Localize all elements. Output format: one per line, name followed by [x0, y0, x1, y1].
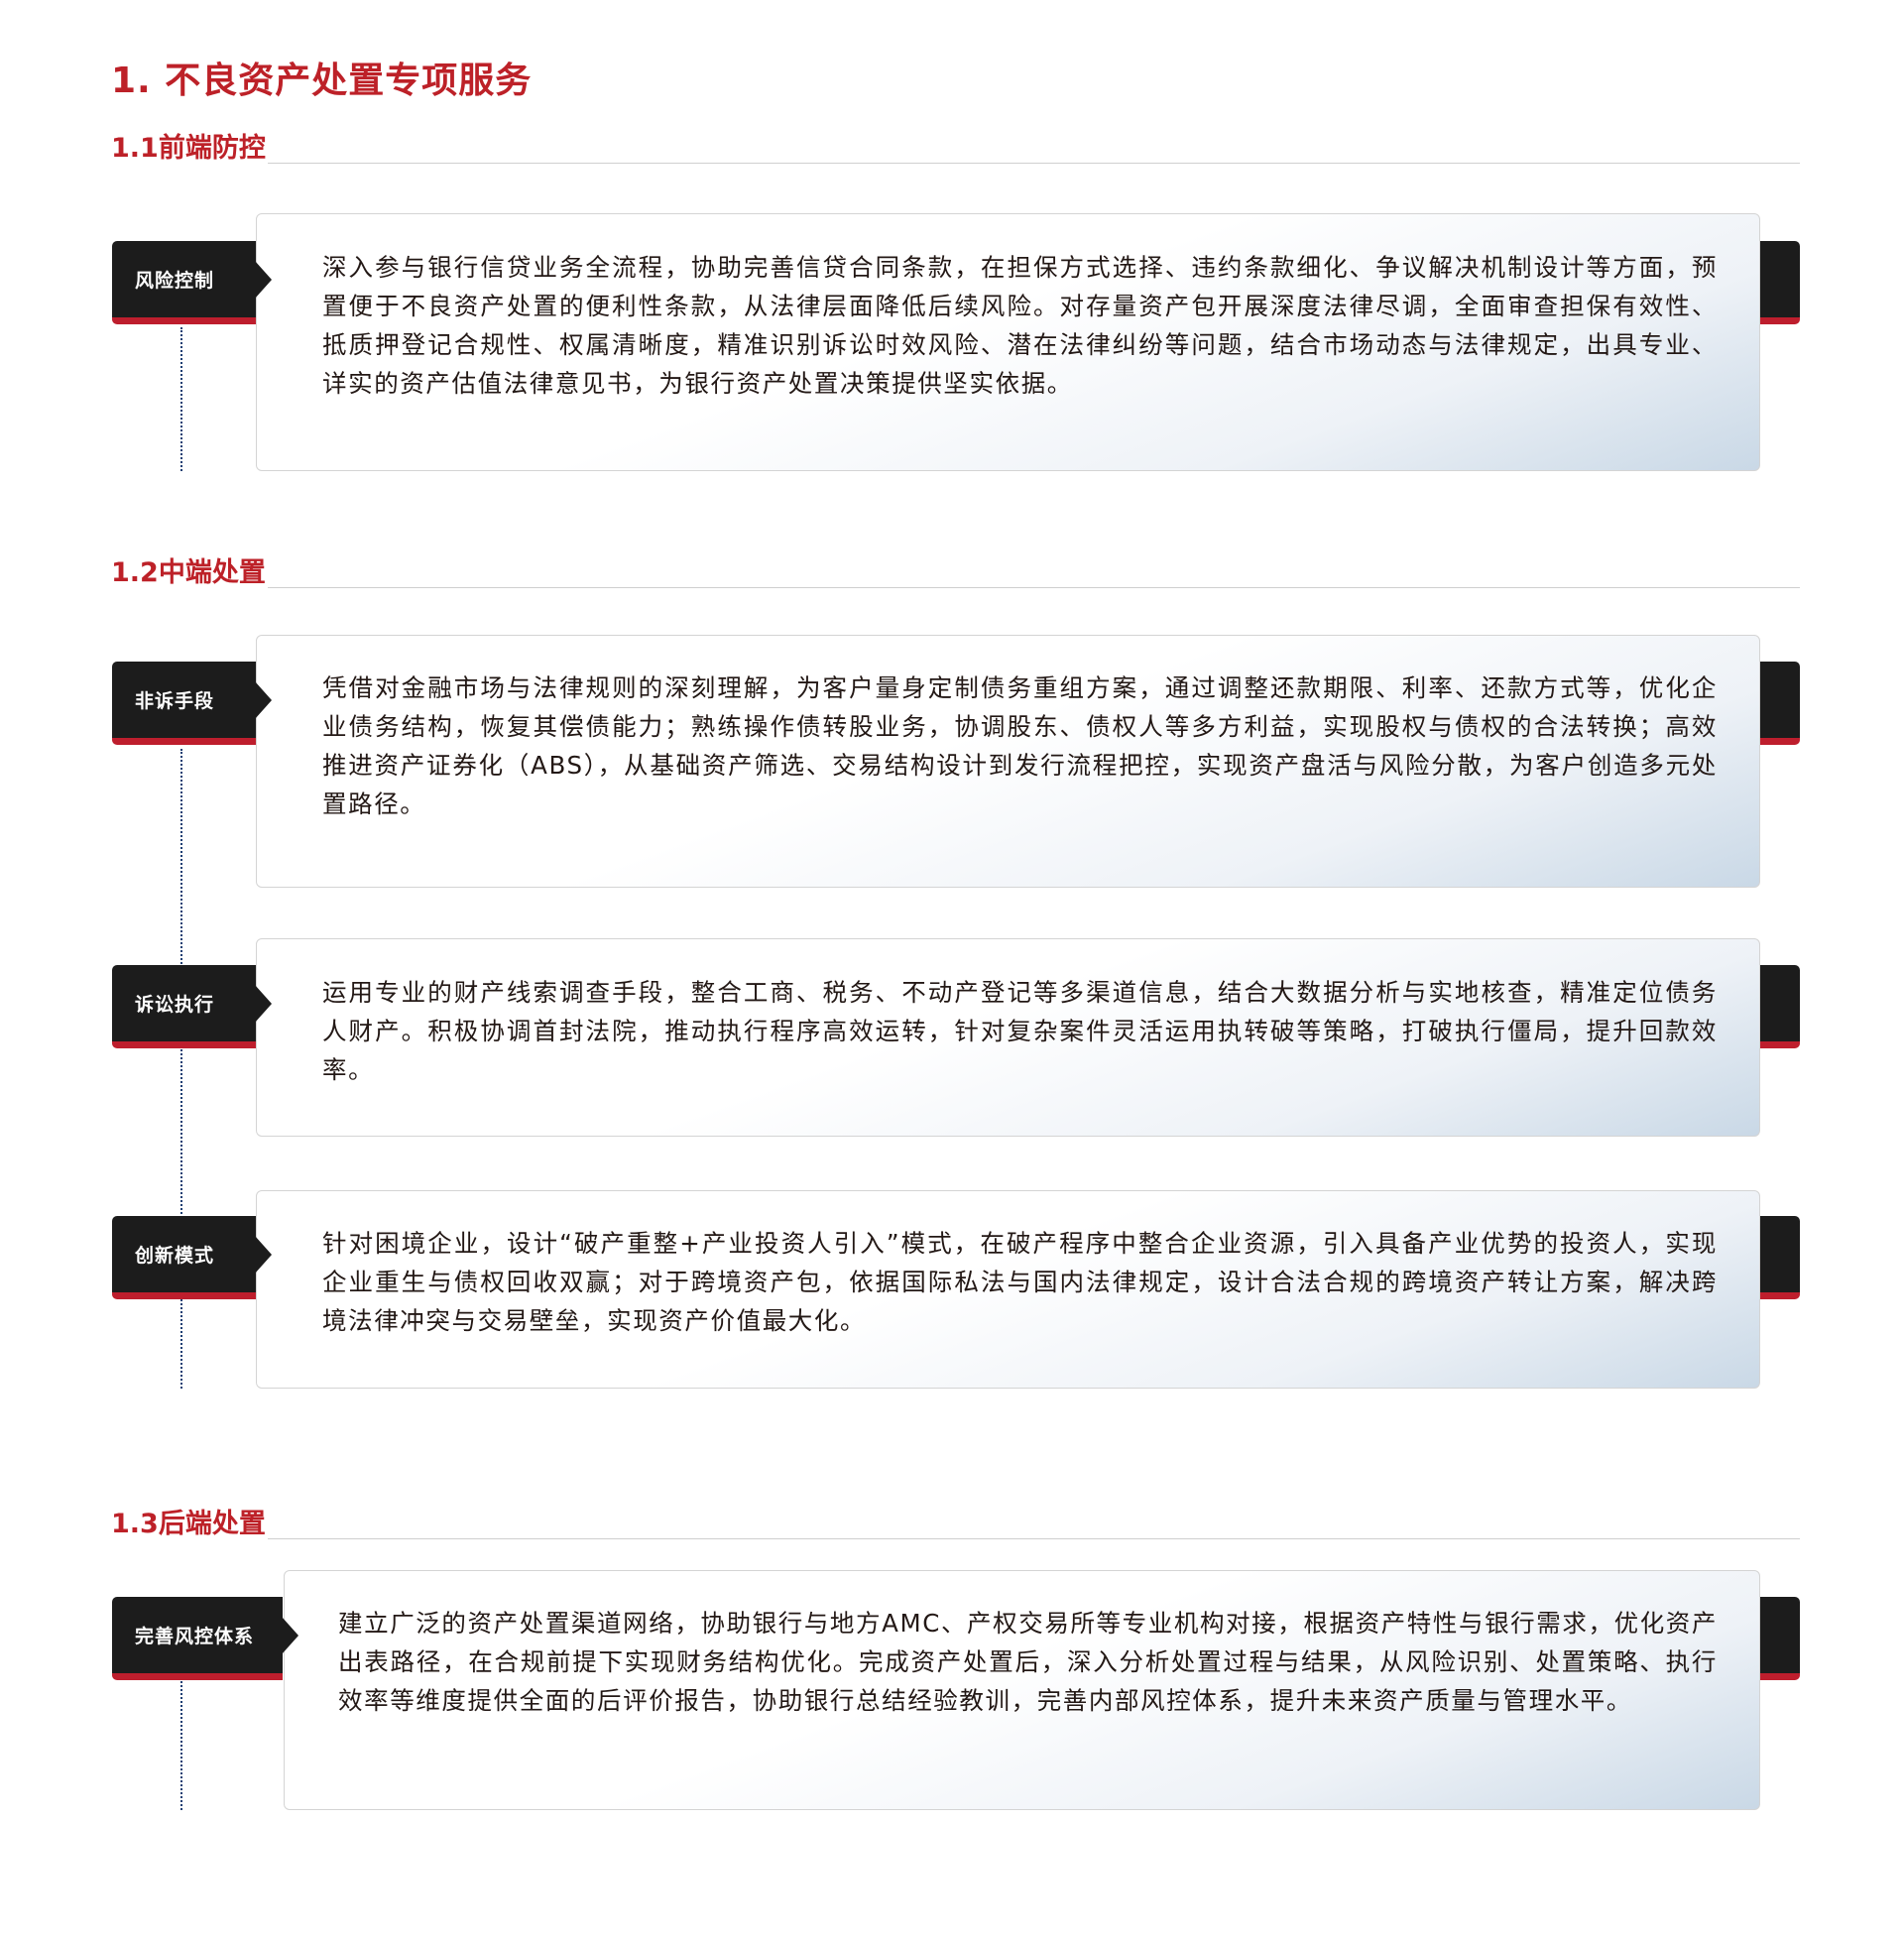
tab-label: 风险控制: [135, 270, 215, 292]
page-title: 1. 不良资产处置专项服务: [111, 61, 533, 101]
section-heading-mid-end: 1.2中端处置: [111, 557, 1800, 593]
tab-pointer-arrow-icon: [282, 1617, 298, 1654]
tab-right-cap: [1760, 1216, 1800, 1299]
tab-pointer-arrow-icon: [255, 985, 272, 1023]
card-text: 针对困境企业，设计“破产重整+产业投资人引入”模式，在破产程序中整合企业资源，引…: [322, 1229, 1718, 1335]
section-heading-label: 1.2中端处置: [111, 557, 268, 589]
tab-non-litigation: 非诉手段: [112, 662, 272, 745]
timeline-dotted-line: [180, 327, 182, 471]
timeline-dotted-line: [180, 749, 182, 1389]
section-heading-label: 1.3后端处置: [111, 1509, 268, 1540]
tab-risk-control: 风险控制: [112, 241, 272, 324]
tab-label: 创新模式: [135, 1245, 215, 1267]
tab-right-cap: [1760, 1597, 1800, 1680]
content-card-innovation-model: 针对困境企业，设计“破产重整+产业投资人引入”模式，在破产程序中整合企业资源，引…: [256, 1190, 1760, 1389]
card-text: 深入参与银行信贷业务全流程，协助完善信贷合同条款，在担保方式选择、违约条款细化、…: [322, 253, 1718, 398]
tab-right-cap: [1760, 241, 1800, 324]
card-text: 凭借对金融市场与法律规则的深刻理解，为客户量身定制债务重组方案，通过调整还款期限…: [322, 673, 1718, 818]
section-divider: [111, 1538, 1800, 1539]
tab-label: 完善风控体系: [135, 1626, 255, 1647]
timeline-dotted-line: [180, 1676, 182, 1810]
tab-litigation-enforcement: 诉讼执行: [112, 965, 272, 1048]
tab-pointer-arrow-icon: [255, 261, 272, 299]
content-card-improve-risk-control-system: 建立广泛的资产处置渠道网络，协助银行与地方AMC、产权交易所等专业机构对接，根据…: [284, 1570, 1760, 1810]
section-heading-front-end: 1.1前端防控: [111, 133, 1800, 169]
tab-innovation-model: 创新模式: [112, 1216, 272, 1299]
tab-right-cap: [1760, 965, 1800, 1048]
section-heading-back-end: 1.3后端处置: [111, 1509, 1800, 1544]
section-heading-label: 1.1前端防控: [111, 133, 268, 165]
content-card-litigation-enforcement: 运用专业的财产线索调查手段，整合工商、税务、不动产登记等多渠道信息，结合大数据分…: [256, 938, 1760, 1137]
tab-pointer-arrow-icon: [255, 681, 272, 719]
tab-improve-risk-control-system: 完善风控体系: [112, 1597, 298, 1680]
tab-label: 非诉手段: [135, 690, 215, 712]
content-card-risk-control: 深入参与银行信贷业务全流程，协助完善信贷合同条款，在担保方式选择、违约条款细化、…: [256, 213, 1760, 471]
tab-label: 诉讼执行: [135, 994, 215, 1016]
section-divider: [111, 587, 1800, 588]
card-text: 建立广泛的资产处置渠道网络，协助银行与地方AMC、产权交易所等专业机构对接，根据…: [338, 1609, 1718, 1715]
content-card-non-litigation: 凭借对金融市场与法律规则的深刻理解，为客户量身定制债务重组方案，通过调整还款期限…: [256, 635, 1760, 888]
section-divider: [111, 163, 1800, 164]
card-text: 运用专业的财产线索调查手段，整合工商、税务、不动产登记等多渠道信息，结合大数据分…: [322, 978, 1718, 1084]
tab-pointer-arrow-icon: [255, 1236, 272, 1274]
tab-right-cap: [1760, 662, 1800, 745]
